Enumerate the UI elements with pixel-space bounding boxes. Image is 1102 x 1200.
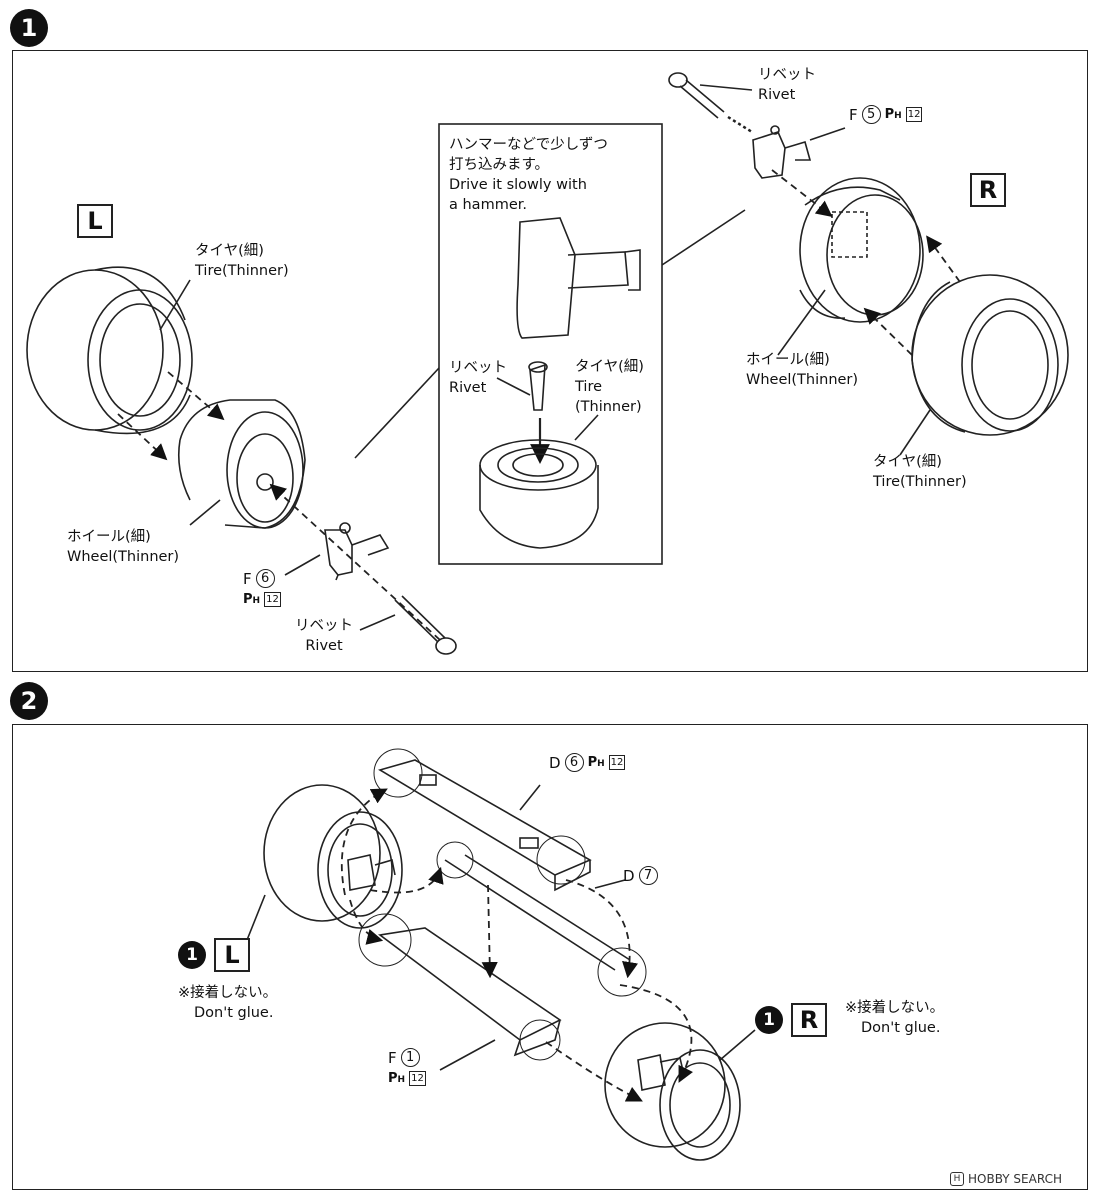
hammer — [516, 217, 641, 339]
watermark-logo-icon: H — [950, 1172, 964, 1186]
wheel-right-jp: ホイール(細) — [746, 352, 830, 368]
part-right-f5: F 5 PH 12 — [849, 105, 923, 124]
ph-icon: PH — [587, 755, 605, 770]
callout-tire-en-2: (Thinner) — [575, 399, 642, 415]
rivet-right-jp: リベット — [758, 67, 816, 83]
right-ref-note: ※接着しない。 Don't glue. — [845, 998, 944, 1038]
right-ref: 1 R — [755, 1003, 827, 1037]
step-1-panel — [12, 50, 1088, 672]
callout-rivet — [528, 361, 548, 411]
part-f1: F 1 PH 12 — [388, 1048, 426, 1086]
part-d6-letter: D — [549, 753, 561, 772]
part-d7-letter: D — [623, 866, 635, 885]
right-side-marker: R — [970, 173, 1006, 207]
callout-en-1: Drive it slowly with — [449, 177, 587, 193]
watermark: H HOBBY SEARCH — [950, 1172, 1062, 1186]
f1-part — [358, 913, 562, 1061]
part-f1-ph-number: 12 — [409, 1071, 426, 1086]
callout-instruction: ハンマーなどで少しずつ 打ち込みます。 Drive it slowly with… — [449, 135, 608, 215]
left-wheel — [177, 399, 306, 529]
right-upright-f5 — [752, 125, 812, 179]
d7-rod — [436, 841, 647, 997]
part-f1-id: F 1 — [388, 1048, 426, 1067]
callout-rivet-label: リベット Rivet — [449, 358, 507, 398]
step-2-number: 2 — [10, 682, 48, 720]
d6-part — [373, 748, 592, 892]
rivet-left-en: Rivet — [305, 638, 343, 654]
ph-icon: PH — [388, 1071, 406, 1086]
callout-tire-jp: タイヤ(細) — [575, 359, 644, 375]
left-ref: 1 L — [178, 938, 250, 972]
part-d7: D 7 — [623, 866, 658, 885]
left-tire — [26, 266, 193, 435]
wheel-right-label: ホイール(細) Wheel(Thinner) — [746, 350, 858, 390]
rivet-left-label: リベット Rivet — [295, 616, 353, 656]
tire-left-jp: タイヤ(細) — [195, 243, 264, 259]
left-wheel-assembly — [263, 784, 403, 929]
callout-en-2: a hammer. — [449, 197, 527, 213]
part-left-id: F 6 — [243, 569, 281, 588]
wheel-left-en: Wheel(Thinner) — [67, 549, 180, 565]
part-f1-number: 1 — [400, 1048, 420, 1067]
left-ref-step-bullet: 1 — [178, 941, 206, 969]
right-ref-jp: ※接着しない。 — [845, 1000, 945, 1016]
part-d6: D 6 PH 12 — [549, 753, 626, 772]
right-rivet — [668, 72, 725, 119]
callout-tire-label: タイヤ(細) Tire (Thinner) — [575, 357, 644, 417]
callout-jp-2: 打ち込みます。 — [449, 157, 550, 173]
part-d6-number: 6 — [564, 753, 584, 772]
part-f1-letter: F — [388, 1048, 397, 1067]
left-ref-jp: ※接着しない。 — [178, 985, 278, 1001]
watermark-text: HOBBY SEARCH — [968, 1172, 1062, 1186]
step-1-number: 1 — [10, 9, 48, 47]
right-wheel-assembly — [604, 1022, 741, 1161]
tire-left-en: Tire(Thinner) — [195, 263, 289, 279]
part-d7-number: 7 — [638, 866, 658, 885]
callout-rivet-jp: リベット — [449, 360, 507, 376]
part-right-ph-number: 12 — [905, 107, 923, 122]
tire-right-en: Tire(Thinner) — [873, 474, 967, 490]
ph-icon: PH — [884, 107, 902, 122]
wheel-left-label: ホイール(細) Wheel(Thinner) — [67, 527, 179, 567]
wheel-left-jp: ホイール(細) — [67, 529, 151, 545]
right-ref-en: Don't glue. — [861, 1020, 941, 1036]
wheel-right-en: Wheel(Thinner) — [746, 372, 859, 388]
part-left-ph: PH 12 — [243, 592, 281, 607]
part-f1-ph: PH 12 — [388, 1071, 426, 1086]
step-2-panel — [12, 724, 1088, 1190]
part-left-ph-number: 12 — [264, 592, 281, 607]
tire-left-label: タイヤ(細) Tire(Thinner) — [195, 241, 289, 281]
part-left-letter: F — [243, 569, 252, 588]
tire-right-jp: タイヤ(細) — [873, 454, 942, 470]
part-right-number: 5 — [861, 105, 881, 124]
rivet-right-en: Rivet — [758, 87, 796, 103]
tire-right-label: タイヤ(細) Tire(Thinner) — [873, 452, 967, 492]
callout-jp-1: ハンマーなどで少しずつ — [449, 137, 608, 153]
part-d6-ph-number: 12 — [608, 755, 626, 770]
callout-tire — [479, 439, 599, 549]
callout-tire-en-1: Tire — [575, 379, 603, 395]
left-rivet — [394, 595, 457, 655]
left-ref-en: Don't glue. — [194, 1005, 274, 1021]
left-side-marker: L — [77, 204, 113, 238]
rivet-left-jp: リベット — [295, 618, 353, 634]
right-ref-step-bullet: 1 — [755, 1006, 783, 1034]
part-left-f6: F 6 PH 12 — [243, 569, 281, 607]
rivet-right-label: リベット Rivet — [758, 65, 816, 105]
callout-rivet-en: Rivet — [449, 380, 487, 396]
right-tire — [911, 274, 1069, 436]
part-left-number: 6 — [255, 569, 275, 588]
left-upright-f6 — [324, 522, 390, 581]
ph-icon: PH — [243, 592, 261, 607]
left-ref-note: ※接着しない。 Don't glue. — [178, 983, 277, 1023]
left-ref-side-marker: L — [214, 938, 250, 972]
right-ref-side-marker: R — [791, 1003, 827, 1037]
part-right-letter: F — [849, 105, 858, 124]
